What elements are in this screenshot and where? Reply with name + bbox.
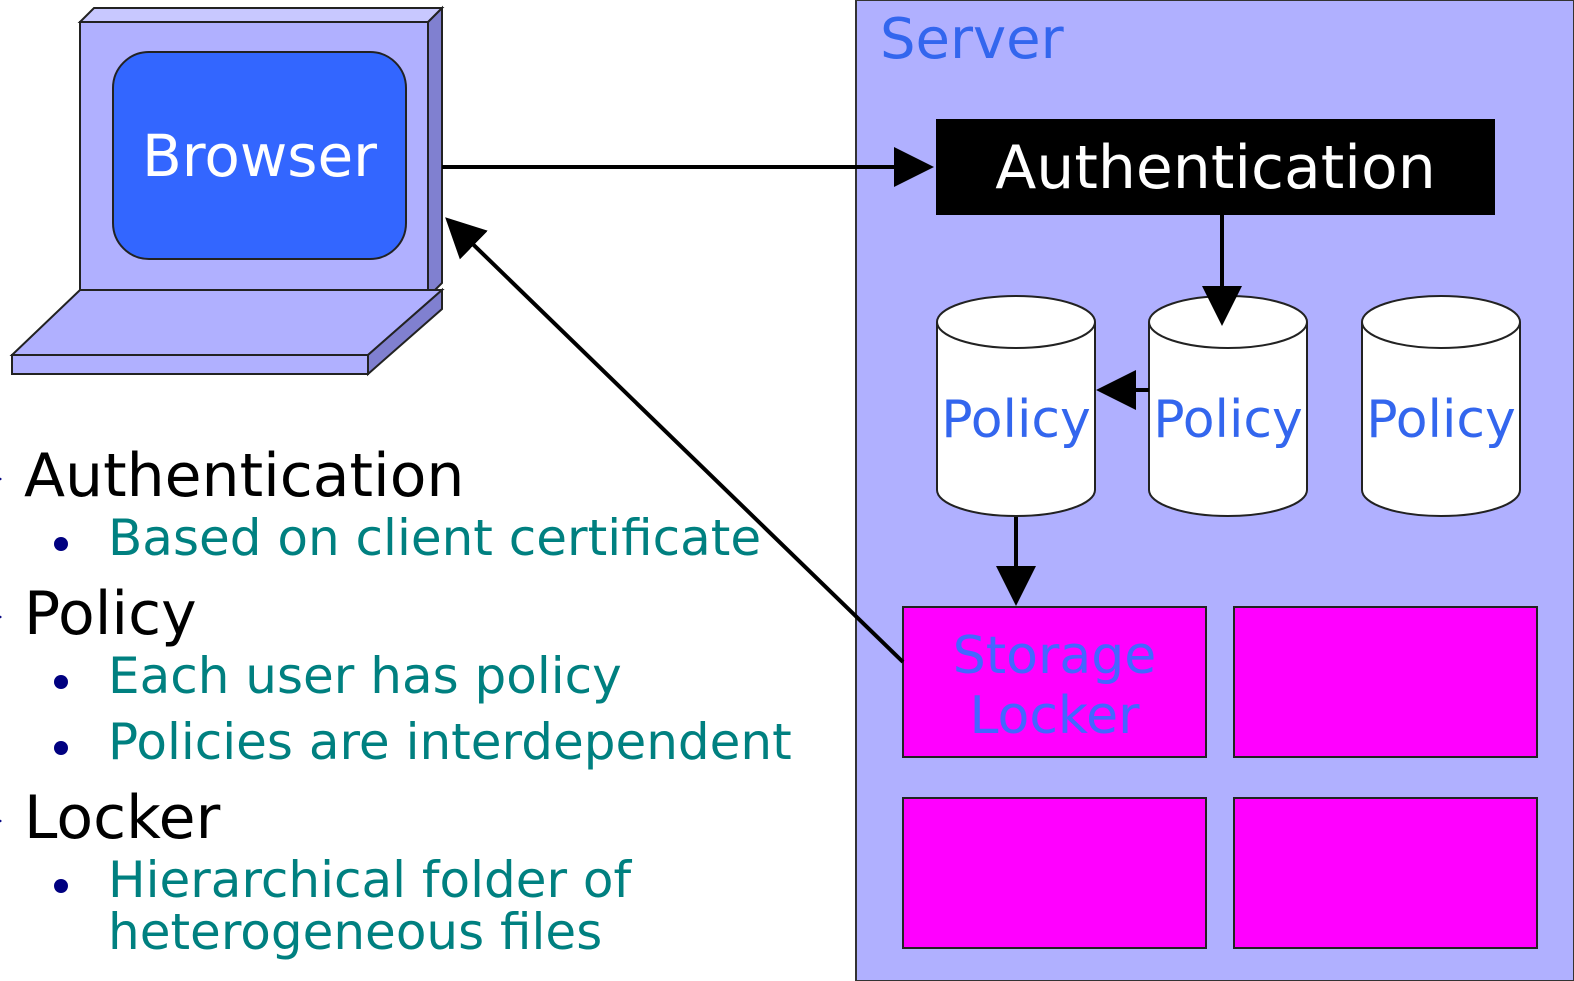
locker-box-2 — [1233, 606, 1538, 758]
bullet-arrow-icon — [0, 608, 2, 626]
bullet-dot-icon — [54, 879, 68, 893]
bullet-heading-text: Locker — [24, 783, 221, 853]
policy-label-1: Policy — [941, 390, 1091, 450]
bullet-item-text: Each user has policy — [108, 647, 622, 705]
bullet-arrow-icon — [0, 470, 2, 488]
arrow-locker-to-browser — [445, 217, 905, 664]
bullet-item: Each user has policy — [0, 650, 840, 712]
bullet-heading-text: Authentication — [24, 441, 465, 511]
locker-box-3 — [902, 797, 1207, 949]
laptop-icon — [9, 5, 445, 377]
bullet-list: Authentication Based on client certifica… — [0, 440, 840, 962]
bullet-item: Hierarchical folder of heterogeneous fil… — [0, 854, 668, 958]
authentication-label: Authentication — [995, 133, 1436, 203]
policy-label-3: Policy — [1366, 390, 1516, 450]
bullet-dot-icon — [54, 675, 68, 689]
locker-box-4 — [1233, 797, 1538, 949]
bullet-arrow-icon — [0, 812, 2, 830]
bullet-item: Policies are interdependent — [0, 716, 840, 778]
bullet-item: Based on client certificate — [0, 512, 840, 574]
bullet-dot-icon — [54, 741, 68, 755]
storage-locker-box — [902, 606, 1207, 758]
browser-screen — [112, 51, 407, 260]
bullet-item-text: Hierarchical folder of heterogeneous fil… — [108, 851, 632, 961]
storage-locker-label: Storage Locker — [952, 626, 1157, 746]
policy-cylinder-1 — [936, 295, 1096, 517]
bullet-dot-icon — [54, 537, 68, 551]
bullet-heading-locker: Locker — [0, 782, 840, 854]
policy-label-2: Policy — [1153, 390, 1303, 450]
bullet-heading-policy: Policy — [0, 578, 840, 650]
bullet-heading-text: Policy — [24, 579, 197, 649]
server-title: Server — [880, 7, 1064, 72]
bullet-heading-authentication: Authentication — [0, 440, 840, 512]
bullet-item-text: Policies are interdependent — [108, 713, 792, 771]
bullet-item-text: Based on client certificate — [108, 509, 762, 567]
authentication-box — [936, 119, 1495, 215]
policy-cylinder-3 — [1361, 295, 1521, 517]
browser-label: Browser — [141, 122, 378, 190]
